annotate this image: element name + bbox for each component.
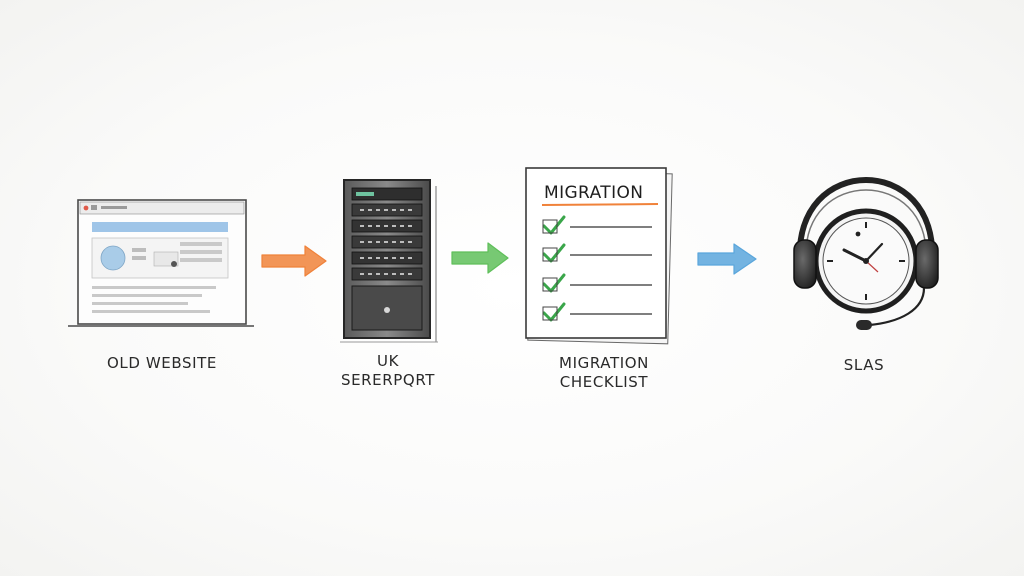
step-label-migration-checklist: MIGRATION CHECKLIST: [559, 354, 649, 392]
checklist-document-icon: MIGRATION: [525, 167, 673, 345]
arrow-green-icon: [451, 242, 509, 274]
server-rack-icon: [340, 179, 438, 343]
step-label-line: SERERPQRT: [340, 371, 436, 389]
headset-clock-icon: [793, 176, 939, 330]
browser-tab-dot: [83, 205, 89, 211]
step-label-slas: SLAS: [844, 356, 884, 375]
step-label-uk-server: UK SERERPQRT: [341, 352, 435, 390]
step-label-line: MIGRATION: [559, 354, 649, 372]
step-label-line: SLAS: [843, 356, 885, 374]
step-label-line: UK: [376, 352, 400, 370]
doc-heading: MIGRATION: [544, 183, 643, 203]
step-label-line: OLD WEBSITE: [106, 354, 218, 372]
step-label-line: CHECKLIST: [559, 373, 649, 391]
step-label-old-website: OLD WEBSITE: [107, 354, 217, 373]
browser-window-icon: [68, 199, 254, 327]
arrow-blue-icon: [697, 243, 757, 275]
arrow-orange-icon: [261, 245, 327, 277]
